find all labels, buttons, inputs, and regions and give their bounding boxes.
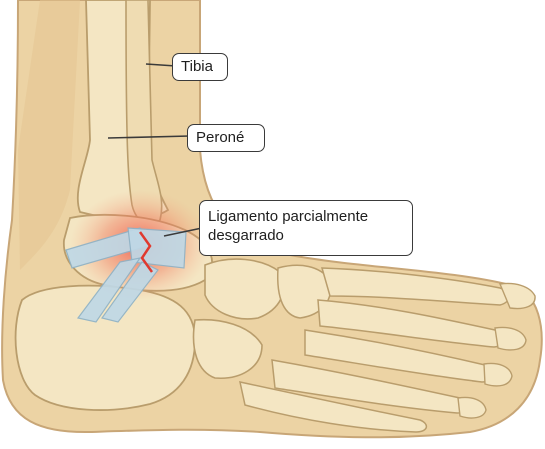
cuboid-bone — [192, 318, 263, 379]
ligament-label-line1: Ligamento parcialmente — [208, 208, 369, 225]
skin-shadow — [18, 0, 80, 270]
tibia-label: Tibia — [172, 53, 228, 81]
ligament-leader-line — [163, 227, 203, 237]
ligament-tear — [138, 231, 154, 273]
ligament-label: Ligamento parcialmente desgarrado — [199, 200, 413, 256]
perone-leader-line — [107, 135, 191, 139]
ligament-band-3 — [76, 257, 142, 323]
perone-label: Peroné — [187, 124, 265, 152]
metatarsal-5 — [239, 381, 428, 433]
toe-4 — [457, 396, 487, 419]
tibia-leader-line — [145, 63, 177, 67]
toe-1 — [499, 282, 536, 310]
ligament-band-4 — [100, 261, 159, 323]
toe-2 — [494, 326, 527, 351]
tibia-label-text: Tibia — [181, 58, 213, 75]
perone-label-text: Peroné — [196, 129, 245, 146]
ligament-label-line2: desgarrado — [208, 227, 284, 244]
toe-3 — [483, 362, 513, 387]
navicular-bone — [204, 258, 285, 320]
